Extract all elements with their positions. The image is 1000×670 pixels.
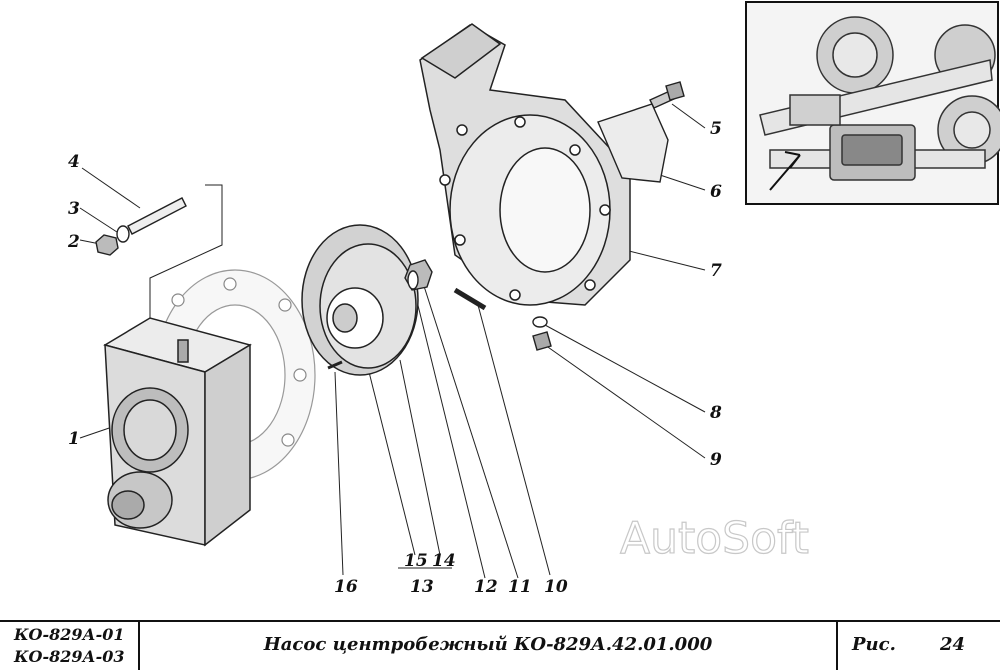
- exploded-view-drawing: AutoSoft 1 2 3 4 5 6 7 8 9 10 11 12 13 1…: [67, 1, 1000, 597]
- model-number: КО-829А-01: [14, 625, 125, 644]
- pulley: [301, 224, 419, 376]
- stud-washer-nut: [95, 197, 187, 256]
- key-pin: [453, 287, 487, 311]
- callout-3: 3: [68, 199, 80, 219]
- model-number: КО-829А-03: [14, 647, 125, 666]
- callout-2: 2: [67, 232, 80, 252]
- model-list: КО-829А-01 КО-829А-03: [0, 622, 140, 670]
- o-ring: [532, 316, 548, 328]
- callout-9: 9: [710, 450, 722, 470]
- watermark: AutoSoft: [620, 513, 809, 564]
- callout-16: 16: [334, 577, 358, 597]
- callout-7: 7: [710, 261, 722, 281]
- callout-6: 6: [710, 182, 722, 202]
- bolt: [649, 81, 685, 109]
- drain-plug: [532, 331, 552, 351]
- callout-12: 12: [474, 577, 498, 597]
- figure-number: 24: [940, 634, 966, 655]
- callout-10: 10: [544, 577, 568, 597]
- gasket: [597, 103, 669, 183]
- callout-15: 15: [404, 551, 428, 571]
- volute-housing: [419, 23, 631, 306]
- drawing-title: Насос центробежный КО-829А.42.01.000: [140, 622, 838, 670]
- callout-4: 4: [68, 152, 80, 172]
- callout-5: 5: [710, 119, 722, 139]
- figure-label: Рис.: [852, 634, 896, 655]
- inset-location-view: [745, 1, 1000, 205]
- callout-8: 8: [709, 403, 722, 423]
- callout-1: 1: [68, 429, 80, 449]
- title-block: КО-829А-01 КО-829А-03 Насос центробежный…: [0, 620, 1000, 670]
- callout-11: 11: [508, 577, 532, 597]
- callout-13: 13: [410, 577, 434, 597]
- figure-number-cell: Рис. 24: [838, 622, 1000, 670]
- shaft-nut: [404, 259, 433, 291]
- callout-14: 14: [432, 551, 456, 571]
- gearbox-drive: [103, 317, 252, 547]
